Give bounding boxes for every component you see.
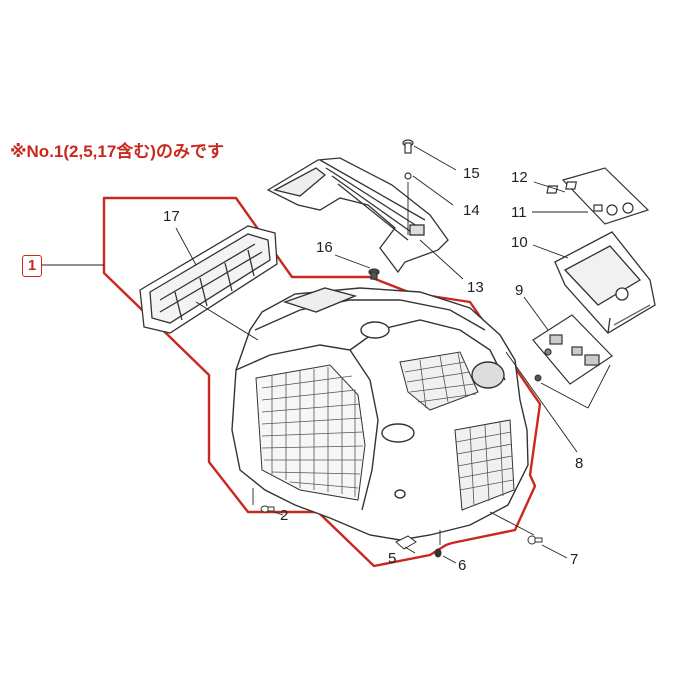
part-12-label-sheet <box>546 167 650 225</box>
part-6-nut <box>434 548 442 558</box>
callout-14: 14 <box>463 202 480 219</box>
left-grille <box>255 364 366 501</box>
part-2-screw <box>260 505 275 513</box>
part-8-screw <box>534 374 542 382</box>
part-5-clip <box>395 535 417 550</box>
part-13-top-handle <box>266 157 449 274</box>
part-15-screw <box>402 139 414 154</box>
callout-13: 13 <box>467 279 484 296</box>
leader-lines <box>42 145 611 564</box>
callout-17: 17 <box>163 208 180 225</box>
part-10-panel-cover <box>554 231 656 334</box>
callout-6: 6 <box>458 557 467 574</box>
callout-16: 16 <box>316 239 333 256</box>
callout-5: 5 <box>388 550 397 567</box>
part-14-washer <box>404 172 412 180</box>
callout-8: 8 <box>575 455 584 472</box>
part-16-screw <box>368 268 380 280</box>
right-grille <box>399 351 515 511</box>
callout-10: 10 <box>511 234 528 251</box>
callout-11: 11 <box>511 204 527 221</box>
callout-12: 12 <box>511 169 528 186</box>
scope-note: ※No.1(2,5,17含む)のみです <box>10 142 224 161</box>
callout-9: 9 <box>515 282 524 299</box>
part-9-circuit-board <box>532 314 613 385</box>
callout-7: 7 <box>570 551 579 568</box>
part-7-screw <box>527 535 543 545</box>
assembly-1-outline <box>102 196 542 568</box>
callout-1: 1 <box>22 255 42 277</box>
part-17-handle-plate <box>139 225 278 334</box>
callout-15: 15 <box>463 165 480 182</box>
callout-2: 2 <box>280 507 289 524</box>
